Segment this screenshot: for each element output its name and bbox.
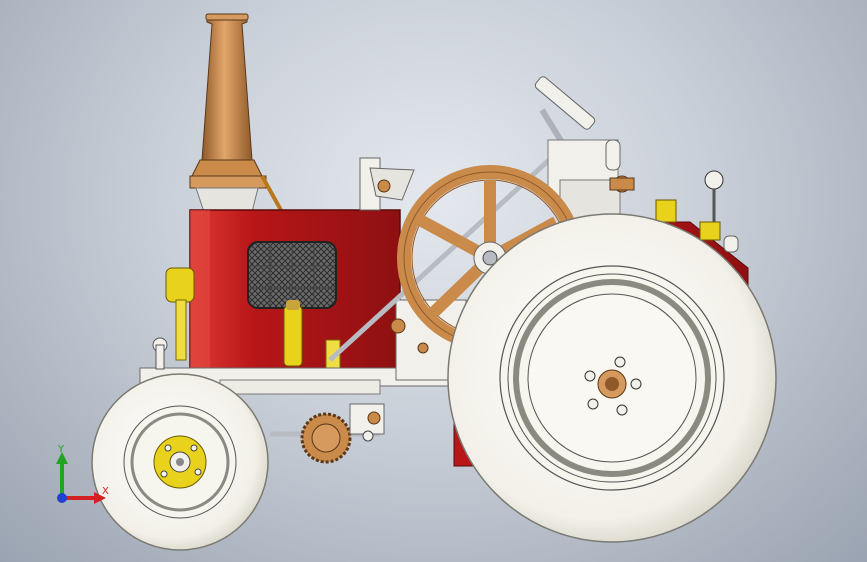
y-axis-label: Y <box>57 444 65 455</box>
z-axis-dot <box>57 493 67 503</box>
x-axis-head <box>94 492 106 504</box>
y-axis-head <box>56 452 68 464</box>
chassis-frame <box>139 299 471 395</box>
front-linkage <box>349 403 385 442</box>
lamp <box>655 170 739 253</box>
rear-wheel <box>447 213 777 543</box>
front-wheel <box>91 373 269 551</box>
x-axis-label: X <box>102 486 109 497</box>
drive-gear <box>300 412 352 464</box>
brass-pump <box>165 267 341 369</box>
steering-assembly <box>359 76 635 222</box>
